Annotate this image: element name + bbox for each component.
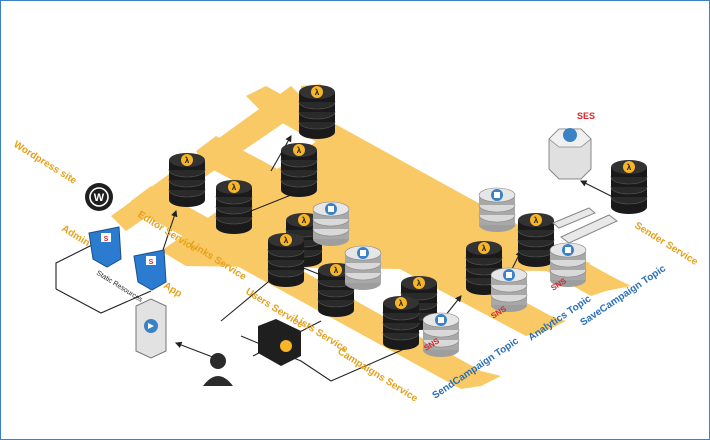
lambda-icon xyxy=(168,152,206,208)
dynamodb-icon xyxy=(478,187,516,233)
sqs-icon xyxy=(552,207,618,244)
admin-label: Admin xyxy=(59,223,91,249)
dynamodb-icon xyxy=(344,245,382,291)
wordpress-site-label: Wordpress site xyxy=(11,139,78,187)
wordpress-icon: W xyxy=(85,183,113,211)
api-gateway-icon xyxy=(135,298,167,359)
s3-icon: S xyxy=(133,249,167,291)
lambda-icon xyxy=(382,295,420,351)
s3-icon: S xyxy=(88,226,122,268)
dynamodb-icon xyxy=(312,201,350,247)
api-gateway-icon xyxy=(258,319,301,366)
lambda-icon xyxy=(517,212,555,268)
svg-text:W: W xyxy=(94,192,105,204)
lambda-icon xyxy=(267,232,305,288)
user-icon xyxy=(203,353,233,386)
ses-label: SES xyxy=(577,111,595,121)
lambda-icon xyxy=(298,84,336,140)
svg-text:S: S xyxy=(149,259,154,266)
lambda-icon xyxy=(610,159,648,215)
lambda-icon xyxy=(280,142,318,198)
app-label: App xyxy=(161,280,183,300)
svg-text:S: S xyxy=(104,236,109,243)
ses-node: SES xyxy=(548,111,595,180)
dynamodb-icon xyxy=(490,267,528,313)
sender-service-label: Sender Service xyxy=(632,220,699,268)
lambda-icon xyxy=(215,179,253,235)
